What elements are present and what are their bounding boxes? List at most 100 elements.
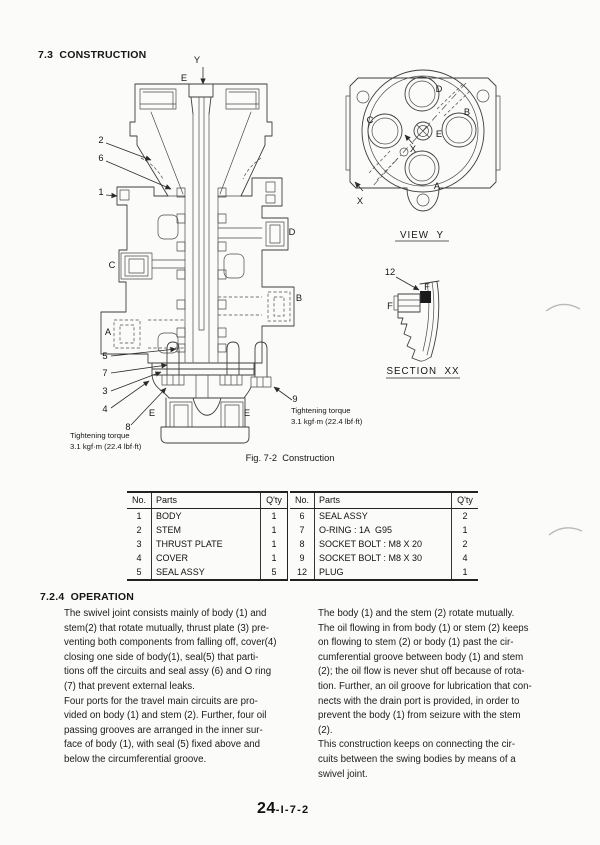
- table-row: 12 PLUG 1: [290, 565, 478, 580]
- table-row: 3 THRUST PLATE 1: [127, 537, 288, 551]
- part-qty: 1: [260, 537, 288, 551]
- callout-8: 8: [125, 422, 130, 432]
- torque-note-right-line1: Tightening torque: [291, 406, 351, 415]
- callout-1: 1: [98, 187, 103, 197]
- operation-paragraph: The body (1) and the stem (2) rotate mut…: [318, 608, 532, 736]
- part-name: COVER: [151, 551, 261, 565]
- col-header-no: No.: [290, 492, 315, 509]
- figure-caption: Fig. 7-2 Construction: [245, 453, 335, 463]
- operation-right-column: The body (1) and the stem (2) rotate mut…: [318, 607, 554, 782]
- table-row: 2 STEM 1: [127, 523, 288, 537]
- callout-F-top: F: [424, 282, 430, 292]
- seal-rings: [176, 187, 227, 353]
- callout-3: 3: [102, 386, 107, 396]
- operation-title: 7.2.4 OPERATION: [40, 591, 135, 603]
- construction-figure: Y E 2 6 1 C A D B 5 7 3 4 8 E E 9 Tighte…: [70, 55, 501, 451]
- table-row: 1 BODY 1: [127, 508, 288, 523]
- part-qty: 1: [260, 551, 288, 565]
- part-qty: 5: [260, 565, 288, 580]
- part-no: 7: [290, 523, 315, 537]
- view-y-diagram: D B C E X A X VIEW Y: [345, 69, 501, 242]
- callout-E-top: E: [181, 73, 187, 83]
- table-row: 8 SOCKET BOLT : M8 X 20 2: [290, 537, 478, 551]
- page-number: 24-I-7-2: [257, 800, 309, 818]
- callout-12: 12: [385, 267, 395, 277]
- part-qty: 1: [451, 523, 478, 537]
- view-section-x-inner: X: [410, 144, 416, 154]
- table-row: 6 SEAL ASSY 2: [290, 508, 478, 523]
- page-number-chapter: 24: [257, 800, 276, 817]
- callout-B: B: [296, 293, 302, 303]
- operation-paragraph: The swivel joint consists mainly of body…: [64, 608, 277, 692]
- callout-6: 6: [98, 153, 103, 163]
- part-qty: 1: [260, 523, 288, 537]
- operation-paragraph: This construction keeps on connecting th…: [318, 739, 516, 780]
- part-qty: 2: [451, 508, 478, 523]
- callout-F-left: F: [387, 301, 393, 311]
- part-name: BODY: [151, 508, 261, 523]
- part-qty: 2: [451, 537, 478, 551]
- operation-left-column: The swivel joint consists mainly of body…: [64, 607, 302, 768]
- part-name: STEM: [151, 523, 261, 537]
- scan-artifact: [545, 303, 581, 312]
- col-header-parts: Parts: [151, 492, 261, 509]
- part-no: 9: [290, 551, 315, 565]
- part-name: SEAL ASSY: [314, 508, 452, 523]
- table-row: 9 SOCKET BOLT : M8 X 30 4: [290, 551, 478, 565]
- view-port-A: A: [434, 181, 441, 191]
- callout-C: C: [109, 260, 116, 270]
- torque-note-right-line2: 3.1 kgf·m (22.4 lbf·ft): [291, 417, 363, 426]
- part-qty: 1: [260, 508, 288, 523]
- callout-Y: Y: [194, 55, 200, 65]
- page-number-suffix: -I-7-2: [275, 804, 310, 816]
- view-section-x-outer: X: [357, 196, 363, 206]
- callout-E-right: E: [244, 408, 250, 418]
- part-no: 8: [290, 537, 315, 551]
- scan-artifact: [548, 527, 583, 536]
- callout-7: 7: [102, 368, 107, 378]
- view-port-D: D: [436, 84, 443, 94]
- operation-paragraph: Four ports for the travel main circuits …: [64, 695, 267, 765]
- col-header-qty: Q'ty: [451, 492, 478, 509]
- callout-D: D: [289, 227, 296, 237]
- part-name: PLUG: [314, 565, 452, 580]
- table-row: 5 SEAL ASSY 5: [127, 565, 288, 580]
- section-xx-diagram: 12 F F SECTION XX: [385, 267, 460, 379]
- part-qty: 4: [451, 551, 478, 565]
- table-row: 4 COVER 1: [127, 551, 288, 565]
- torque-note-left-line2: 3.1 kgf·m (22.4 lbf·ft): [70, 442, 142, 451]
- view-port-C: C: [367, 115, 374, 125]
- view-y-label: VIEW Y: [400, 230, 444, 241]
- parts-table-left: No. Parts Q'ty 1 BODY 1 2 STEM 1 3: [127, 491, 288, 581]
- section-xx-label: SECTION XX: [386, 366, 459, 377]
- callout-A: A: [105, 327, 112, 337]
- part-name: O-RING : 1A G95: [314, 523, 452, 537]
- view-port-B: B: [464, 107, 470, 117]
- table-row: 7 O-RING : 1A G95 1: [290, 523, 478, 537]
- part-no: 12: [290, 565, 315, 580]
- part-name: THRUST PLATE: [151, 537, 261, 551]
- callout-2: 2: [98, 135, 103, 145]
- part-no: 4: [127, 551, 152, 565]
- part-no: 6: [290, 508, 315, 523]
- part-no: 2: [127, 523, 152, 537]
- callout-9: 9: [292, 394, 297, 404]
- part-no: 3: [127, 537, 152, 551]
- callout-4: 4: [102, 404, 107, 414]
- col-header-qty: Q'ty: [260, 492, 288, 509]
- part-name: SOCKET BOLT : M8 X 30: [314, 551, 452, 565]
- view-port-E: E: [436, 129, 442, 139]
- part-qty: 1: [451, 565, 478, 580]
- page-title: 7.3 CONSTRUCTION: [38, 49, 147, 61]
- part-no: 5: [127, 565, 152, 580]
- col-header-no: No.: [127, 492, 152, 509]
- part-name: SOCKET BOLT : M8 X 20: [314, 537, 452, 551]
- swivel-joint-cross-section: Y E 2 6 1 C A D B 5 7 3 4 8 E E 9 Tighte…: [70, 55, 363, 451]
- parts-table-right: No. Parts Q'ty 6 SEAL ASSY 2 7 O-RING : …: [290, 491, 478, 581]
- callout-5: 5: [102, 351, 107, 361]
- torque-note-left-line1: Tightening torque: [70, 431, 130, 440]
- parts-table: No. Parts Q'ty 1 BODY 1 2 STEM 1 3: [127, 491, 478, 581]
- callout-E-left: E: [149, 408, 155, 418]
- col-header-parts: Parts: [314, 492, 452, 509]
